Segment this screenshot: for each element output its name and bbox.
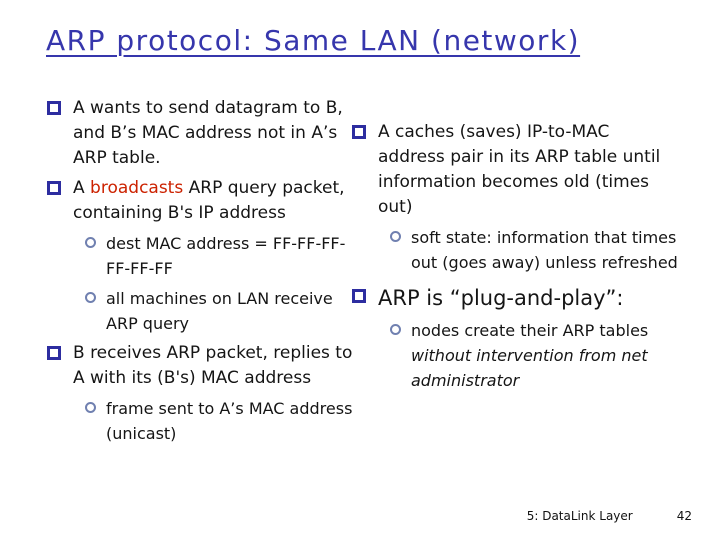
text-run: frame sent to A’s MAC address (unicast): [106, 399, 353, 443]
slide-title: ARP protocol: Same LAN (network): [46, 24, 581, 57]
square-bullet-icon: [47, 346, 61, 360]
bullet-item: A broadcasts ARP query packet, containin…: [45, 176, 353, 226]
text-run: A caches (saves) IP-to-MAC address pair …: [378, 122, 661, 217]
text-run: B receives ARP packet, replies to A with…: [73, 343, 353, 388]
square-bullet-icon: [352, 125, 366, 139]
bullet-text: nodes create their ARP tables without in…: [411, 318, 680, 393]
bullet-item: nodes create their ARP tables without in…: [350, 318, 680, 393]
text-run: soft state: information that times out (…: [411, 228, 678, 272]
bullet-text: A caches (saves) IP-to-MAC address pair …: [378, 120, 680, 220]
text-run: all machines on LAN receive ARP query: [106, 289, 333, 333]
text-run: ARP is “plug-and-play”:: [378, 286, 624, 310]
bullet-text: A wants to send datagram to B, and B’s M…: [73, 96, 353, 171]
left-column: A wants to send datagram to B, and B’s M…: [45, 96, 353, 451]
bullet-item: B receives ARP packet, replies to A with…: [45, 341, 353, 391]
bullet-item: soft state: information that times out (…: [350, 225, 680, 275]
bullet-item: ARP is “plug-and-play”:: [350, 284, 680, 313]
footer-section-label: 5: DataLink Layer: [526, 509, 633, 523]
text-run: nodes create their ARP tables: [411, 321, 649, 340]
text-run: without intervention from net administra…: [411, 346, 648, 390]
bullet-item: frame sent to A’s MAC address (unicast): [45, 396, 353, 446]
circle-bullet-icon: [390, 324, 401, 335]
square-bullet-icon: [47, 181, 61, 195]
text-run: ARP query packet, containing B's IP addr…: [73, 178, 345, 223]
footer-page-number: 42: [676, 509, 692, 523]
bullet-item: A caches (saves) IP-to-MAC address pair …: [350, 120, 680, 220]
circle-bullet-icon: [85, 292, 96, 303]
bullet-text: soft state: information that times out (…: [411, 225, 680, 275]
bullet-text: B receives ARP packet, replies to A with…: [73, 341, 353, 391]
text-run: dest MAC address = FF-FF-FF-FF-FF-FF: [106, 234, 346, 278]
circle-bullet-icon: [390, 231, 401, 242]
circle-bullet-icon: [85, 402, 96, 413]
bullet-text: all machines on LAN receive ARP query: [106, 286, 353, 336]
bullet-item: dest MAC address = FF-FF-FF-FF-FF-FF: [45, 231, 353, 281]
text-run: A: [73, 178, 91, 198]
circle-bullet-icon: [85, 237, 96, 248]
bullet-text: ARP is “plug-and-play”:: [378, 284, 624, 313]
slide-footer: 5: DataLink Layer 42: [527, 509, 692, 523]
bullet-text: frame sent to A’s MAC address (unicast): [106, 396, 353, 446]
text-run: broadcasts: [90, 178, 184, 198]
square-bullet-icon: [47, 101, 61, 115]
bullet-item: all machines on LAN receive ARP query: [45, 286, 353, 336]
square-bullet-icon: [352, 289, 366, 303]
bullet-text: dest MAC address = FF-FF-FF-FF-FF-FF: [106, 231, 353, 281]
right-column: A caches (saves) IP-to-MAC address pair …: [350, 120, 680, 398]
text-run: A wants to send datagram to B, and B’s M…: [73, 98, 343, 168]
bullet-text: A broadcasts ARP query packet, containin…: [73, 176, 353, 226]
bullet-item: A wants to send datagram to B, and B’s M…: [45, 96, 353, 171]
